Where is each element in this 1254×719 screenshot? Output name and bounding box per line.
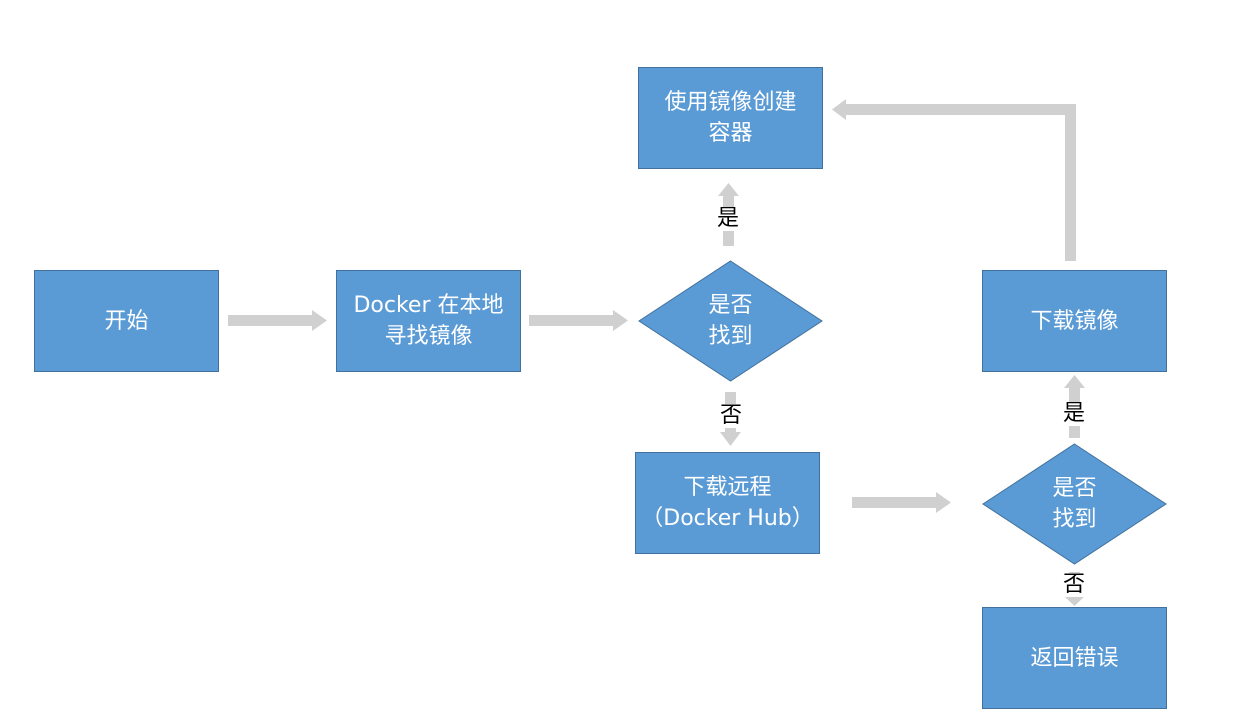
download-image-node: 下载镜像 (982, 270, 1167, 372)
decision-diamond-shape (982, 443, 1167, 565)
local-search-line2: 寻找镜像 (384, 324, 473, 349)
found-local-line1: 是否 (708, 293, 753, 318)
edge-label-remote-no: 否 (1061, 572, 1088, 597)
create-container-line2: 容器 (708, 121, 753, 146)
start-label: 开始 (104, 308, 149, 334)
download-image-label: 下载镜像 (1030, 308, 1119, 334)
local-search-line1: Docker 在本地 (353, 293, 504, 318)
arrow-download-to-decision2 (852, 492, 951, 513)
return-error-label: 返回错误 (1030, 645, 1119, 671)
download-remote-node: 下载远程 （Docker Hub） (635, 452, 820, 554)
return-error-node: 返回错误 (982, 607, 1167, 709)
download-remote-line2: （Docker Hub） (641, 506, 814, 531)
create-container-node: 使用镜像创建 容器 (638, 67, 823, 169)
decision-diamond-shape (638, 260, 823, 382)
local-search-node: Docker 在本地 寻找镜像 (336, 270, 521, 372)
found-local-decision: 是否 找到 (638, 260, 823, 382)
arrow-download-image-to-create (832, 99, 1076, 261)
found-remote-decision: 是否 找到 (982, 443, 1167, 565)
create-container-line1: 使用镜像创建 (664, 90, 797, 115)
edge-label-local-no: 否 (718, 403, 745, 428)
arrow-start-to-search (228, 310, 327, 331)
found-remote-line2: 找到 (1052, 507, 1097, 532)
found-local-line2: 找到 (708, 324, 753, 349)
edge-label-local-yes: 是 (715, 206, 742, 231)
start-node: 开始 (34, 270, 219, 372)
found-remote-line1: 是否 (1052, 476, 1097, 501)
arrow-search-to-decision (529, 310, 628, 331)
edge-label-remote-yes: 是 (1061, 401, 1088, 426)
download-remote-line1: 下载远程 (683, 475, 772, 500)
